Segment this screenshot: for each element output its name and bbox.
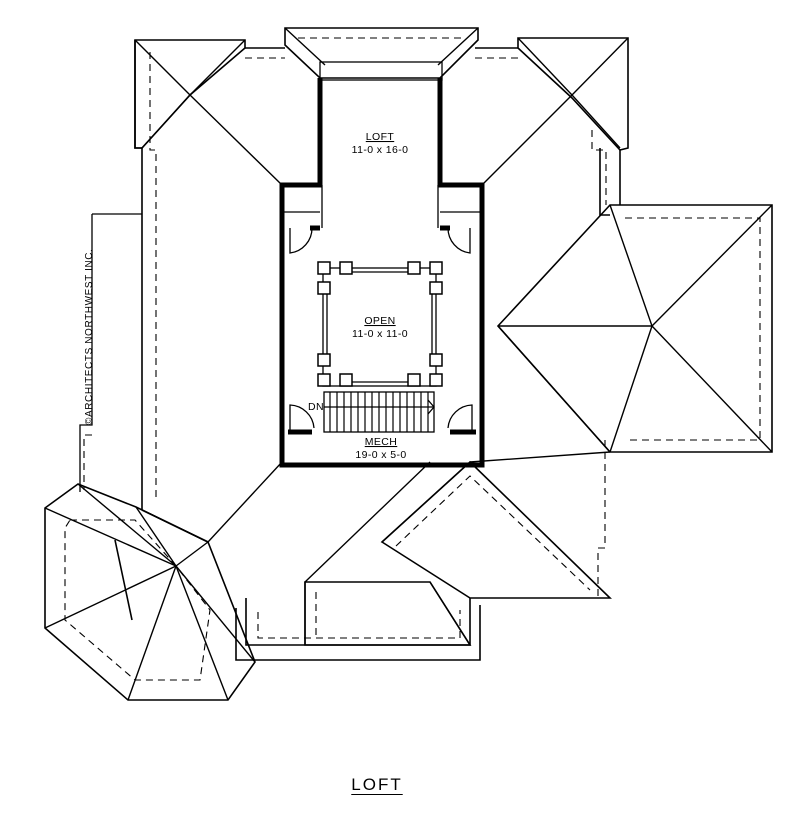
roof-left-edge — [79, 213, 142, 492]
closet-doors — [289, 227, 473, 432]
loft-room-name: LOFT — [366, 131, 395, 143]
roof-hip-lower-right — [380, 460, 612, 599]
stair — [323, 391, 435, 433]
loft-room-dims: 11-0 x 16-0 — [352, 144, 409, 156]
copyright-notice: ©ARCHITECTS NORTHWEST INC. — [84, 249, 95, 426]
mech-room-dims: 19-0 x 5-0 — [355, 449, 406, 461]
open-room-dims: 11-0 x 11-0 — [352, 328, 408, 340]
roof-hip-top-center — [284, 27, 479, 81]
roof-turret — [44, 483, 256, 701]
loft-walls — [279, 78, 485, 468]
open-room-name: OPEN — [364, 315, 395, 327]
roof-valleys-lower — [207, 325, 611, 583]
mech-room-name: MECH — [365, 436, 398, 448]
plan-title: LOFT — [351, 775, 403, 794]
stair-arrow-icon — [427, 399, 435, 415]
railing-posts — [317, 261, 443, 387]
roof-hip-lower-center — [304, 581, 472, 646]
roof-hip-top-right — [481, 37, 629, 186]
roof-hip-top-left — [134, 39, 283, 186]
roof-hip-right-wing — [496, 204, 773, 453]
open-railing — [322, 267, 437, 387]
roof-eaves — [83, 52, 607, 639]
stair-down-label: DN — [308, 401, 324, 413]
